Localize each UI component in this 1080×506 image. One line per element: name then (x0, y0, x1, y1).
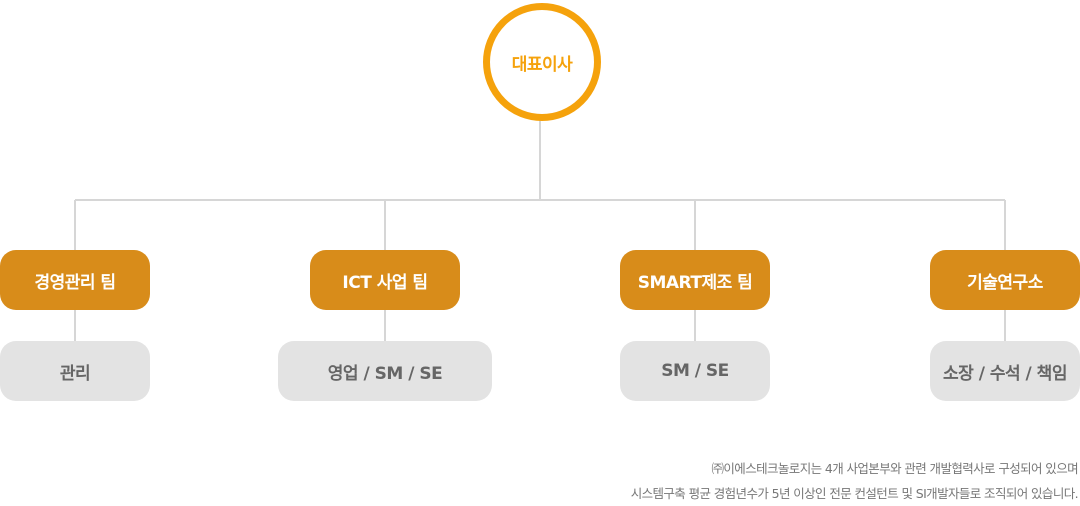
sub-research-roles: 소장 / 수석 / 책임 (930, 341, 1080, 401)
org-description-line-2: 시스템구축 평균 경험년수가 5년 이상인 전문 컨설턴트 및 SI개발자들로 … (630, 486, 1079, 501)
team-management: 경영관리 팀 (0, 250, 150, 310)
org-description-line-1: ㈜이에스테크놀로지는 4개 사업본부와 관련 개발협력사로 구성되어 있으며 (711, 461, 1079, 476)
org-description: ㈜이에스테크놀로지는 4개 사업본부와 관련 개발협력사로 구성되어 있으며 시… (630, 456, 1079, 506)
sub-management-roles: 관리 (0, 341, 150, 401)
team-research-lab: 기술연구소 (930, 250, 1080, 310)
sub-smart-roles: SM / SE (620, 341, 770, 401)
sub-ict-roles: 영업 / SM / SE (278, 341, 492, 401)
ceo-label: 대표이사 (511, 54, 573, 75)
ceo-node: 대표이사 (483, 3, 601, 121)
team-ict-business: ICT 사업 팀 (310, 250, 460, 310)
team-smart-manufacturing: SMART제조 팀 (620, 250, 770, 310)
